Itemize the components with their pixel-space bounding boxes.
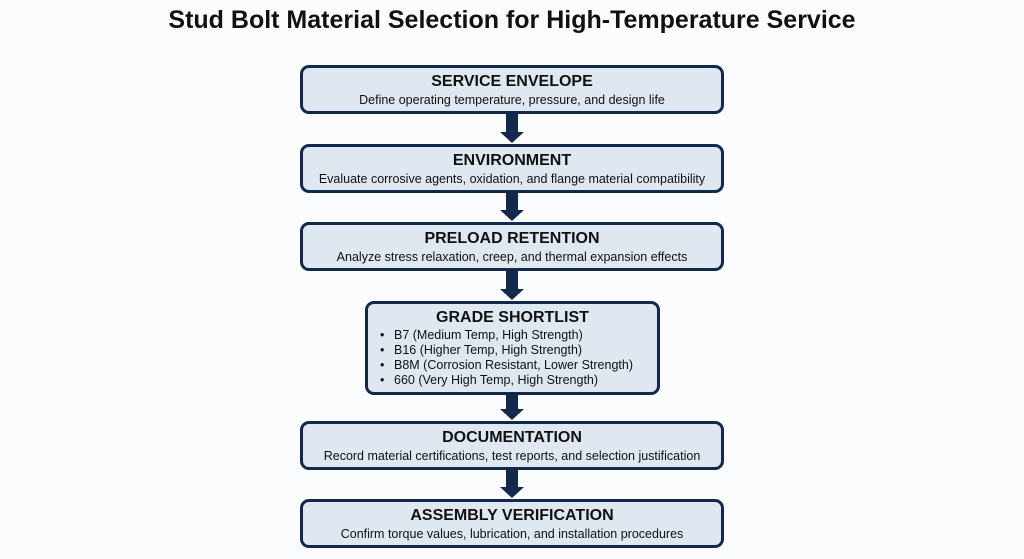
step-heading: PRELOAD RETENTION [424,230,600,247]
step-grade-shortlist: GRADE SHORTLIST B7 (Medium Temp, High St… [365,301,660,395]
step-description: Record material certifications, test rep… [323,449,701,463]
arrow-down-icon [500,114,524,143]
step-heading: SERVICE ENVELOPE [431,73,593,90]
step-heading: ENVIRONMENT [452,152,572,169]
step-heading: DOCUMENTATION [442,429,582,446]
step-description: Define operating temperature, pressure, … [359,93,665,107]
list-item: B16 (Higher Temp, High Strength) [380,343,657,358]
step-description: Evaluate corrosive agents, oxidation, an… [318,172,706,186]
arrow-down-icon [500,271,524,300]
step-description: Analyze stress relaxation, creep, and th… [336,250,688,264]
step-documentation: DOCUMENTATION Record material certificat… [300,421,724,470]
list-item: 660 (Very High Temp, High Strength) [380,373,657,388]
list-item: B8M (Corrosion Resistant, Lower Strength… [380,358,657,373]
step-environment: ENVIRONMENT Evaluate corrosive agents, o… [300,144,724,193]
step-heading: GRADE SHORTLIST [436,309,589,326]
arrow-down-icon [500,395,524,420]
list-item: B7 (Medium Temp, High Strength) [380,328,657,343]
step-service-envelope: SERVICE ENVELOPE Define operating temper… [300,65,724,114]
step-heading: ASSEMBLY VERIFICATION [410,507,614,524]
step-preload-retention: PRELOAD RETENTION Analyze stress relaxat… [300,222,724,271]
step-assembly-verification: ASSEMBLY VERIFICATION Confirm torque val… [300,499,724,548]
grade-list: B7 (Medium Temp, High Strength) B16 (Hig… [368,328,657,388]
diagram-title: Stud Bolt Material Selection for High-Te… [168,6,856,34]
step-description: Confirm torque values, lubrication, and … [340,527,684,541]
arrow-down-icon [500,193,524,221]
arrow-down-icon [500,470,524,498]
